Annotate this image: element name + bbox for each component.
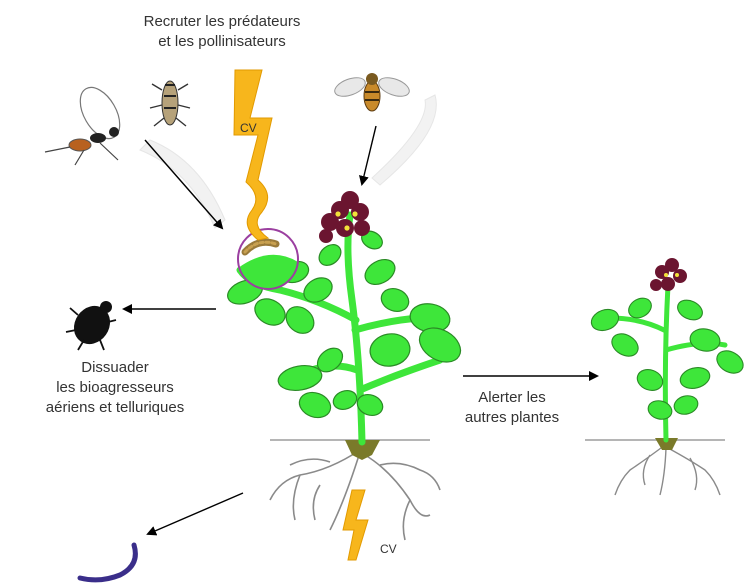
cv-top-label: CV [240,121,257,135]
arrow-bee-to-flower [362,126,376,184]
nematode-icon [80,545,135,580]
wasp-icon [45,81,128,165]
beetle-icon [66,299,117,351]
cv-bottom-label: CV [380,542,397,556]
arrow-roots-to-nematode [148,493,243,534]
ghost-shapes [140,95,436,228]
ladybird-larva-icon [150,81,190,126]
main-flowers [319,191,370,243]
small-plant [588,258,747,495]
bee-icon [332,73,412,111]
cv-signal-top: CV [234,70,272,240]
cv-signal-bottom: CV [343,490,397,560]
arrow-wasp-to-plant [145,140,222,228]
